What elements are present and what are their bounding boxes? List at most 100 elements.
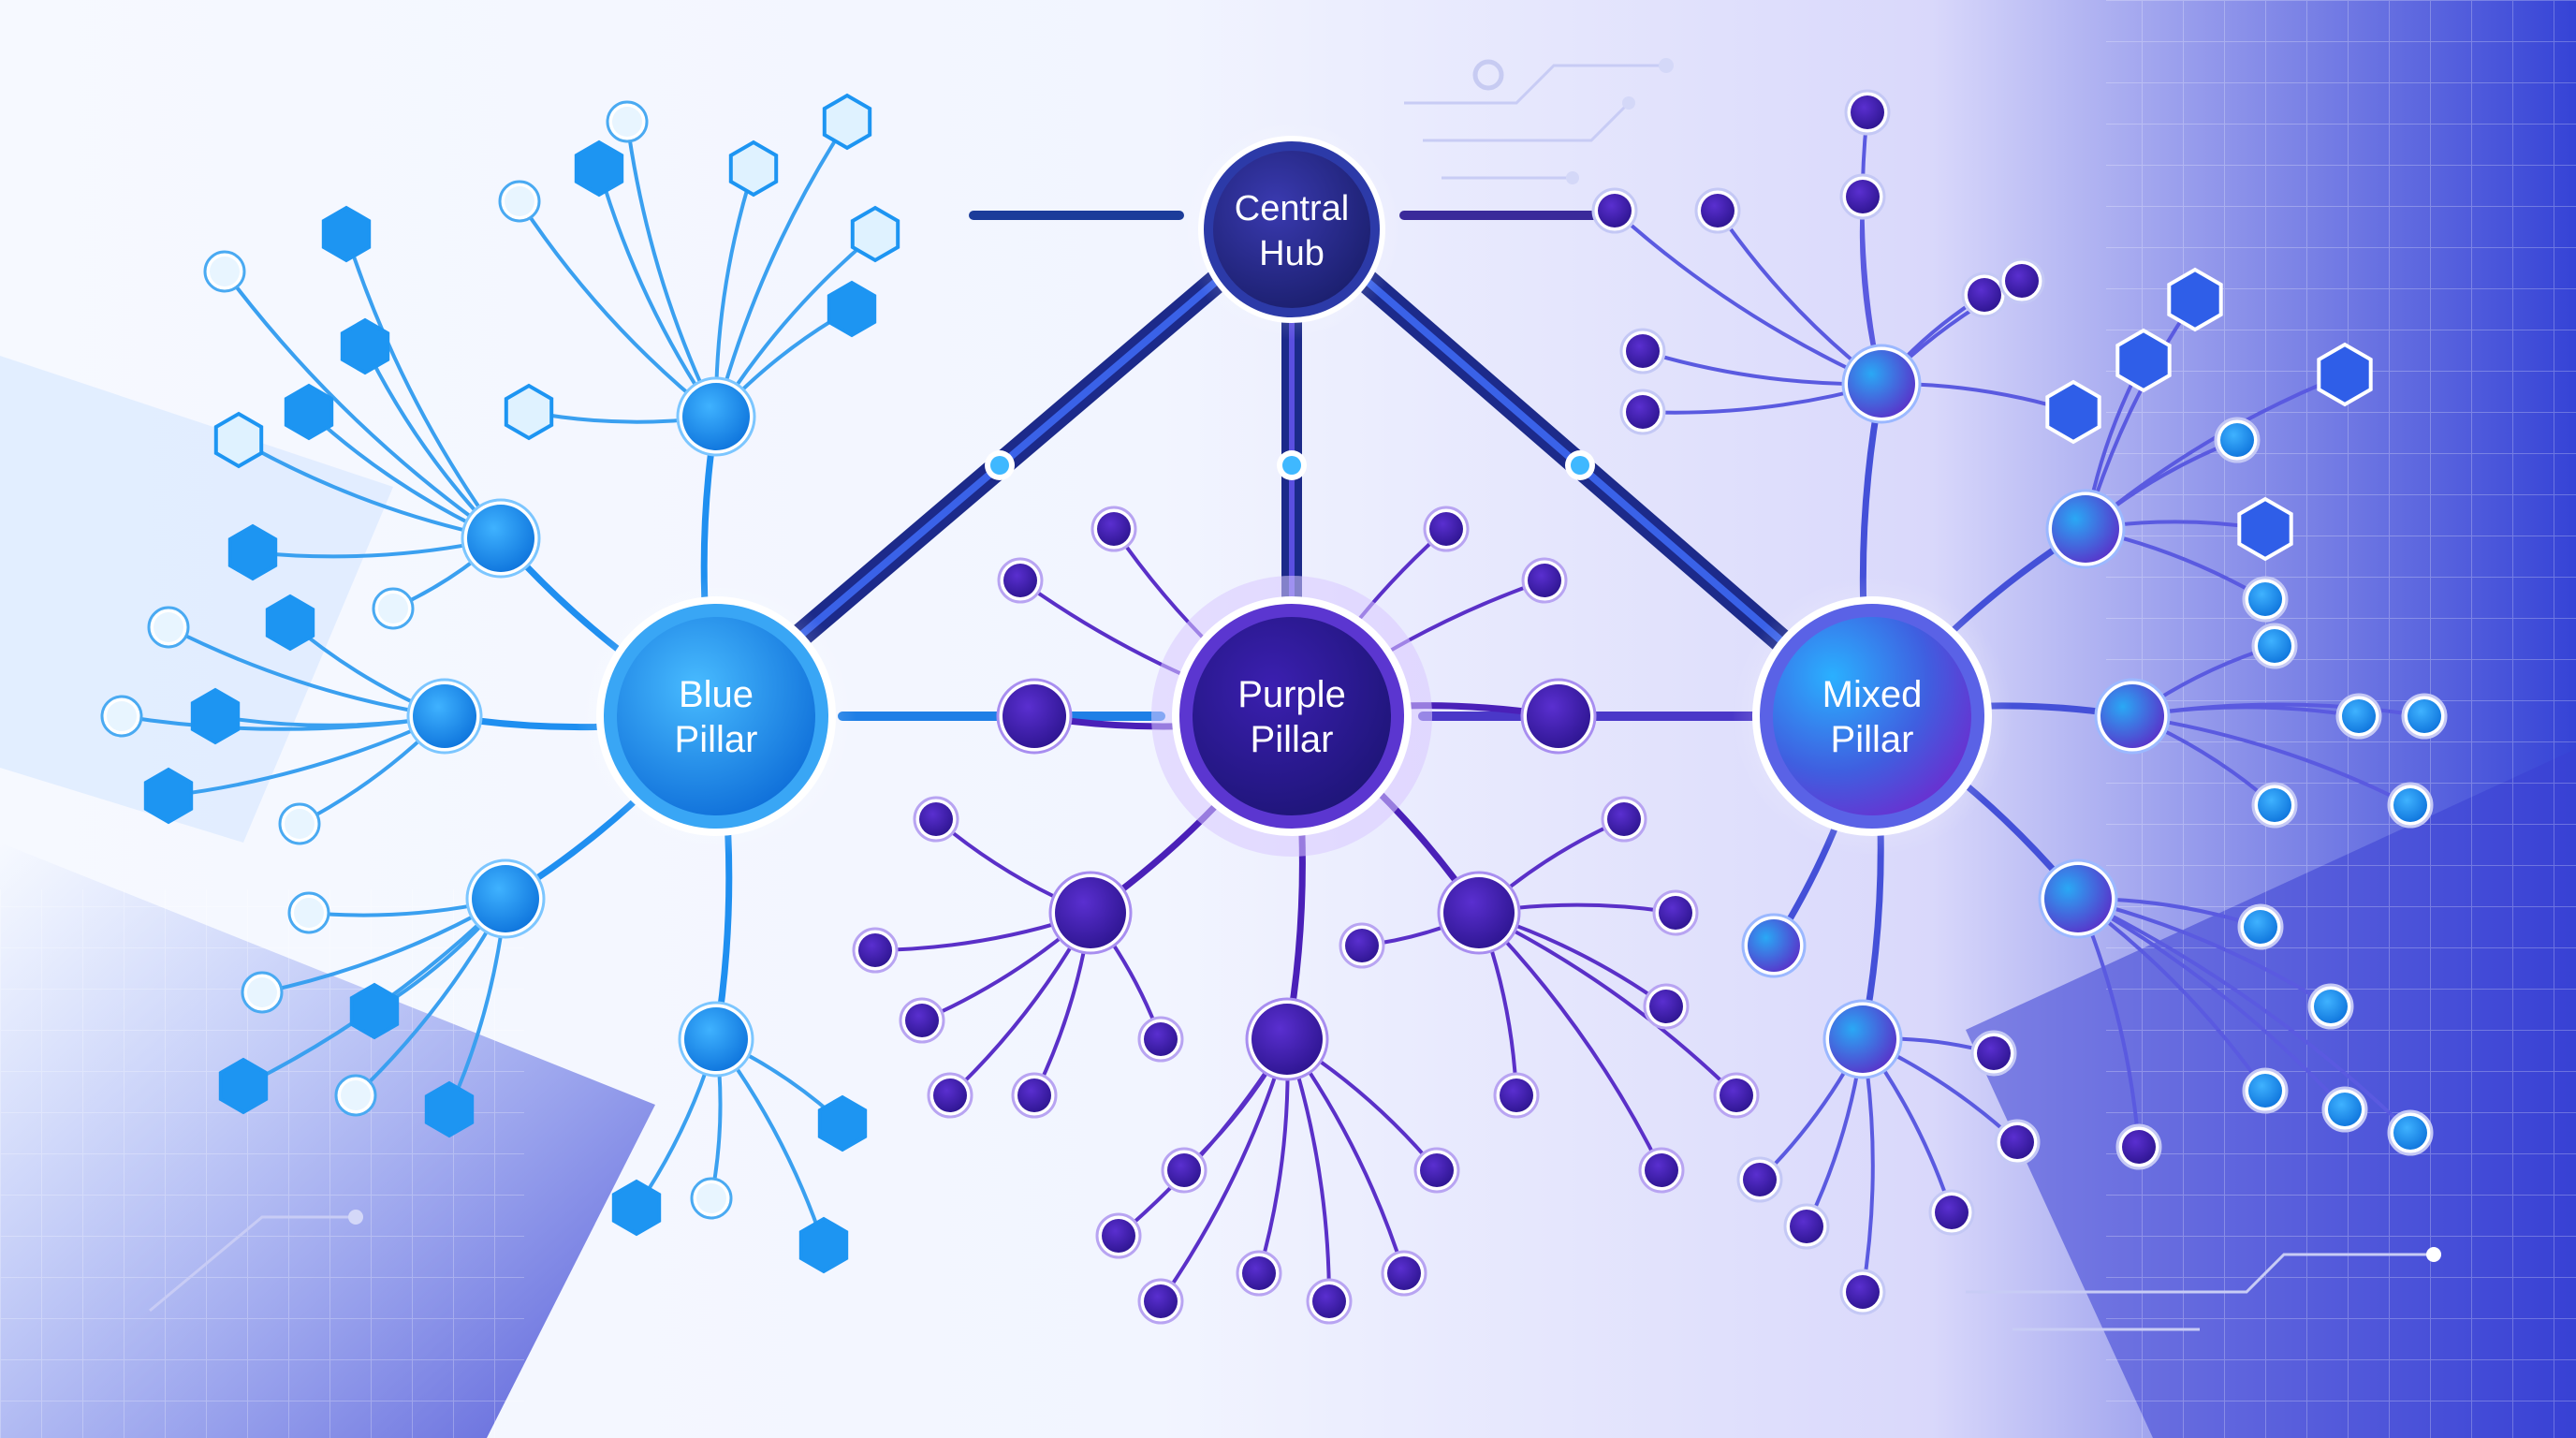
leaf-node: [1048, 871, 1133, 955]
hexagon-node: [574, 139, 624, 198]
leaf-node: [1090, 506, 1137, 552]
leaf-node: [1161, 1147, 1208, 1194]
leaf-node: [1928, 1189, 1975, 1236]
leaf-node: [2401, 693, 2448, 740]
branch-link: [714, 120, 849, 418]
hexagon-node: [424, 1080, 475, 1138]
leaf-node: [1437, 871, 1521, 955]
hexagon-node: [2317, 342, 2373, 407]
hexagon-node: [2167, 267, 2223, 332]
branch-link: [625, 120, 718, 418]
branch-link: [167, 625, 446, 718]
central-hub-node[interactable]: Central Hub: [1181, 119, 1402, 340]
leaf-node: [899, 997, 945, 1044]
leaf-node: [1839, 1269, 1886, 1315]
leaf-node: [1694, 187, 1741, 234]
leaf-node: [1783, 1203, 1830, 1250]
hexagon-node: [2115, 328, 2172, 393]
leaf-node: [1970, 1030, 2017, 1077]
leaf-node: [1306, 1278, 1353, 1325]
leaf-node: [1137, 1278, 1184, 1325]
background-shape-left: [0, 356, 393, 843]
leaf-node: [1493, 1072, 1540, 1119]
leaf-node: [2307, 983, 2354, 1030]
leaf-node: [2045, 489, 2126, 569]
branch-link: [223, 270, 503, 540]
leaf-node: [1095, 1212, 1142, 1259]
leaf-node: [465, 858, 546, 939]
branch-link: [1613, 209, 1883, 386]
leaf-node: [1713, 1072, 1760, 1119]
leaf-node: [372, 587, 415, 630]
leaf-node: [606, 100, 649, 143]
leaf-node: [1619, 389, 1666, 435]
leaf-node: [1638, 1147, 1685, 1194]
leaf-node: [1961, 271, 2008, 318]
leaf-node: [690, 1177, 733, 1220]
leaf-node: [2335, 693, 2382, 740]
leaf-node: [1423, 506, 1470, 552]
purple-pillar-label-line1: Purple: [1237, 674, 1346, 715]
leaf-node: [2387, 1109, 2434, 1156]
leaf-node: [1236, 1250, 1282, 1297]
leaf-node: [147, 606, 190, 649]
leaf-node: [2242, 1067, 2289, 1114]
blue-pillar-node[interactable]: Blue Pillar: [576, 576, 856, 857]
leaf-node: [1994, 1119, 2041, 1166]
leaf-node: [913, 796, 959, 843]
leaf-node: [1339, 922, 1385, 969]
leaf-node: [1998, 257, 2045, 304]
leaf-node: [2387, 782, 2434, 829]
leaf-node: [203, 250, 246, 293]
leaf-node: [2251, 623, 2298, 669]
branch-link: [2130, 702, 2426, 718]
leaf-node: [927, 1072, 973, 1119]
hexagon-node: [850, 205, 900, 263]
trunk-glow-dots: [985, 450, 1595, 480]
leaf-node: [678, 1001, 754, 1078]
branch-link: [344, 232, 503, 540]
leaf-node: [1601, 796, 1647, 843]
circuit-dots: [348, 58, 2441, 1262]
leaf-node: [996, 678, 1073, 755]
branch-link: [1477, 911, 1738, 1097]
purple-pillar-node[interactable]: Purple Pillar: [1151, 576, 1432, 857]
branch-link: [1477, 911, 1663, 1172]
leaf-node: [334, 1074, 377, 1117]
leaf-node: [2094, 678, 2171, 755]
branch-link: [120, 714, 446, 731]
leaf-node: [1741, 913, 1807, 978]
leaf-node: [1822, 999, 1903, 1079]
leaf-node: [461, 498, 541, 579]
leaf-node: [1736, 1156, 1783, 1203]
leaf-node: [2321, 1086, 2368, 1133]
leaf-node: [100, 695, 143, 738]
leaf-node: [287, 891, 330, 934]
blue-pillar-label-line2: Pillar: [675, 719, 758, 760]
leaf-node: [1381, 1250, 1427, 1297]
mixed-pillar-node[interactable]: Mixed Pillar: [1732, 576, 2012, 857]
central-hub-label-line2: Hub: [1259, 234, 1325, 273]
branch-link: [2076, 897, 2347, 1111]
hexagon-node: [349, 982, 400, 1040]
leaf-node: [1520, 678, 1597, 755]
central-hub-label-line1: Central: [1235, 189, 1350, 228]
leaf-node: [1652, 889, 1699, 936]
leaf-node: [676, 376, 756, 457]
branch-link: [2084, 373, 2347, 531]
leaf-nodes: [100, 89, 2448, 1325]
leaf-node: [1841, 344, 1922, 424]
leaf-node: [997, 557, 1044, 604]
hexagon-node: [213, 411, 264, 469]
leaf-node: [1011, 1072, 1058, 1119]
hexagon-node: [265, 594, 315, 652]
leaf-node: [1619, 328, 1666, 374]
hexagon-node: [817, 1094, 868, 1152]
hexagon-node: [340, 317, 390, 375]
hexagon-node: [798, 1216, 849, 1274]
hexagon-node: [611, 1179, 662, 1237]
hexagon-node: [143, 767, 194, 825]
hexagon-node: [218, 1057, 269, 1115]
hexagon-node: [2237, 496, 2293, 562]
